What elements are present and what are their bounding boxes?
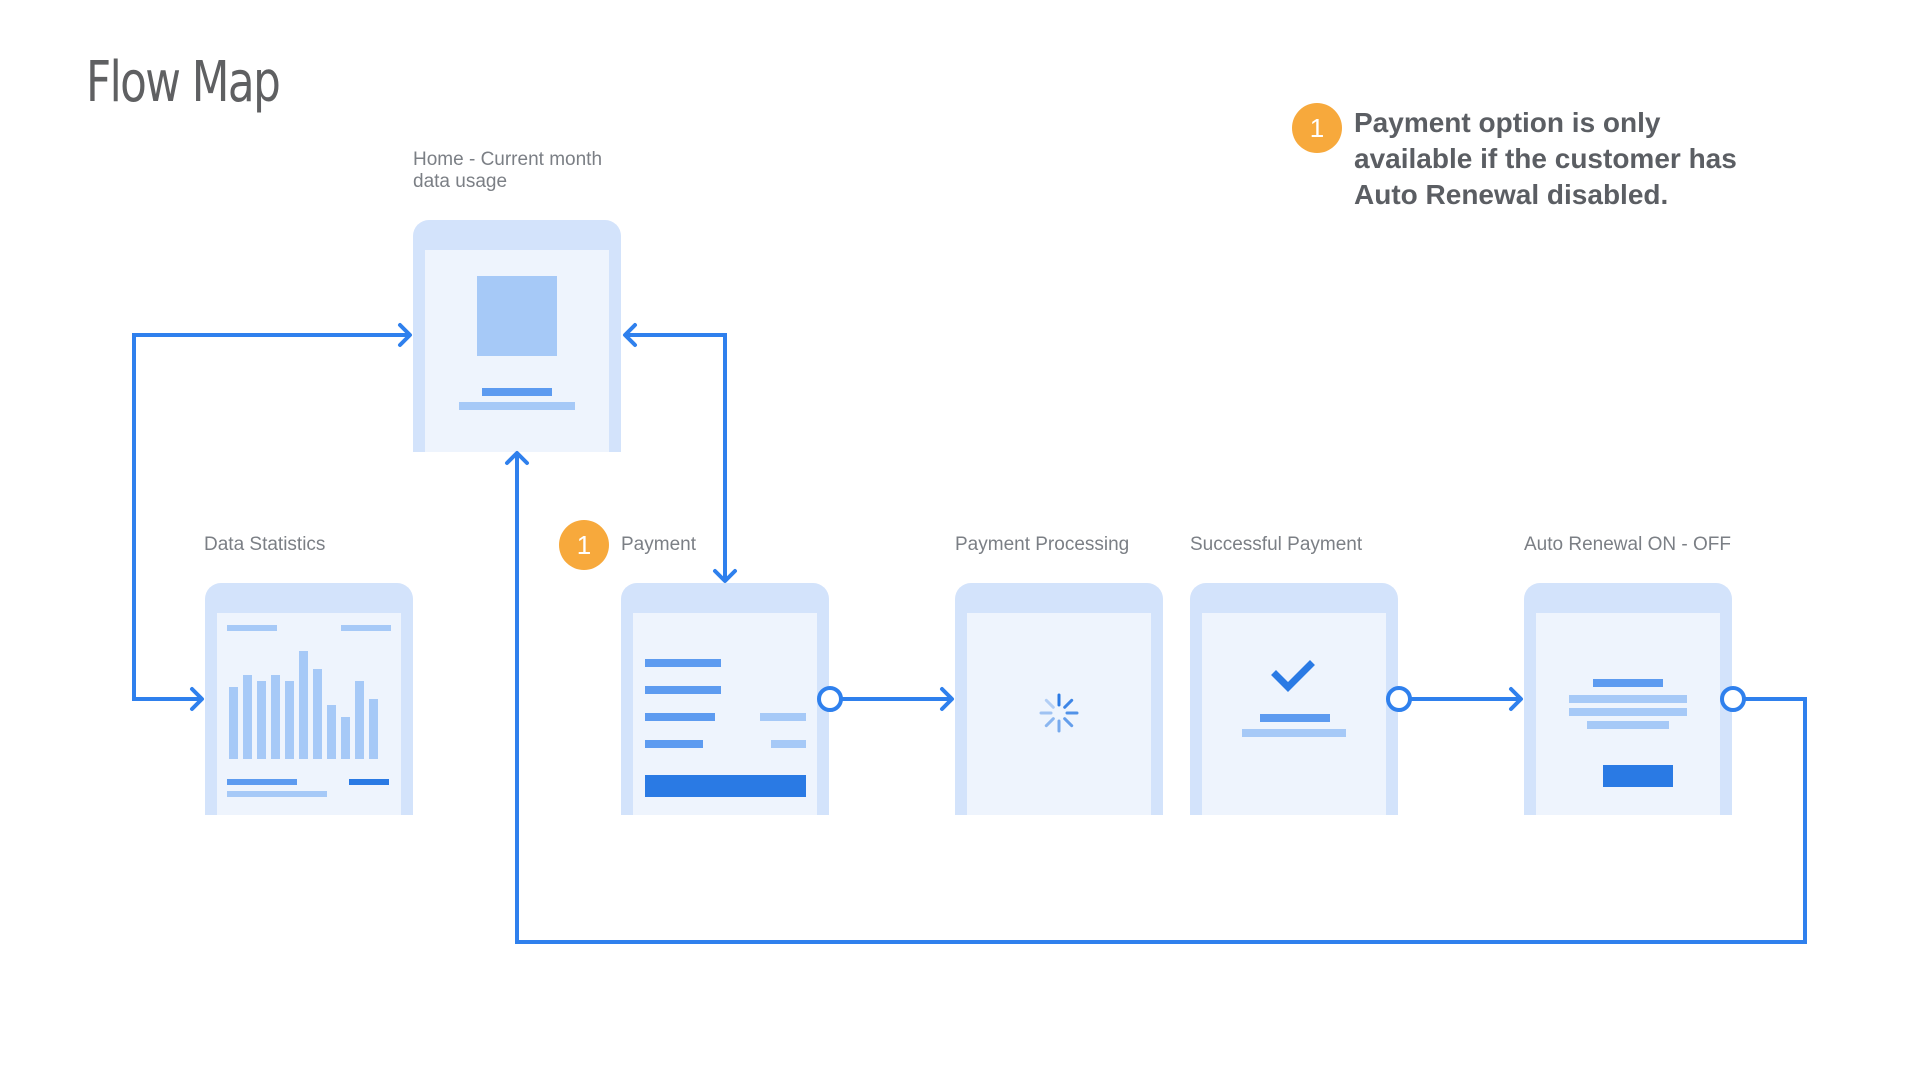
payment-label: Payment bbox=[621, 534, 696, 555]
image-placeholder bbox=[477, 276, 557, 356]
text-line bbox=[459, 402, 575, 410]
toggle-button-placeholder bbox=[1603, 765, 1673, 787]
text-line bbox=[1260, 714, 1330, 722]
text-line bbox=[227, 779, 297, 785]
bar bbox=[341, 717, 350, 759]
home-screen-label: Home - Current month data usage bbox=[413, 149, 603, 192]
auto-renewal-display bbox=[1536, 613, 1720, 815]
value-line bbox=[349, 779, 389, 785]
arrowhead bbox=[505, 451, 529, 465]
payment-processing-label: Payment Processing bbox=[955, 534, 1130, 555]
arrowhead bbox=[940, 687, 954, 711]
auto-renewal-screen[interactable] bbox=[1524, 583, 1732, 815]
data-statistics-screen[interactable] bbox=[205, 583, 413, 815]
spinner-icon bbox=[1039, 693, 1079, 733]
arrowhead bbox=[623, 323, 637, 347]
text-line bbox=[1593, 679, 1663, 687]
note-text: Payment option is only available if the … bbox=[1354, 107, 1737, 210]
bar bbox=[299, 651, 308, 759]
flow-line-home-to-payment bbox=[625, 333, 727, 579]
bar bbox=[257, 681, 266, 759]
bar bbox=[229, 687, 238, 759]
connector-node bbox=[1386, 686, 1412, 712]
successful-payment-display bbox=[1202, 613, 1386, 815]
flow-line-renewal-to-home bbox=[515, 455, 1807, 944]
form-line bbox=[645, 713, 715, 721]
text-line bbox=[227, 791, 327, 797]
bar bbox=[285, 681, 294, 759]
note-badge: 1 bbox=[1292, 103, 1342, 153]
bar bbox=[243, 675, 252, 759]
home-screen[interactable] bbox=[413, 220, 621, 452]
page-title: Flow Map bbox=[86, 50, 281, 115]
bar bbox=[313, 669, 322, 759]
pay-button-placeholder bbox=[645, 775, 806, 797]
payment-screen[interactable] bbox=[621, 583, 829, 815]
home-screen-display bbox=[425, 250, 609, 452]
auto-renewal-label: Auto Renewal ON - OFF bbox=[1524, 534, 1731, 555]
payment-screen-display bbox=[633, 613, 817, 815]
connector-node bbox=[817, 686, 843, 712]
header-line bbox=[227, 625, 277, 631]
form-line bbox=[645, 686, 721, 694]
flow-line-home-to-statistics bbox=[132, 333, 410, 701]
successful-payment-label: Successful Payment bbox=[1190, 534, 1363, 555]
bar bbox=[327, 705, 336, 759]
checkmark-icon bbox=[1271, 660, 1315, 692]
arrowhead bbox=[190, 687, 204, 711]
text-line bbox=[482, 388, 552, 396]
payment-badge: 1 bbox=[559, 520, 609, 570]
header-line bbox=[341, 625, 391, 631]
bar bbox=[355, 681, 364, 759]
data-statistics-display bbox=[217, 613, 401, 815]
form-line bbox=[645, 659, 721, 667]
text-line bbox=[1242, 729, 1346, 737]
payment-processing-display bbox=[967, 613, 1151, 815]
text-line bbox=[1587, 721, 1669, 729]
text-line bbox=[1569, 695, 1687, 703]
form-value bbox=[760, 713, 806, 721]
form-line bbox=[645, 740, 703, 748]
successful-payment-screen[interactable] bbox=[1190, 583, 1398, 815]
connector-node bbox=[1720, 686, 1746, 712]
bar bbox=[369, 699, 378, 759]
text-line bbox=[1569, 708, 1687, 716]
data-statistics-label: Data Statistics bbox=[204, 534, 326, 555]
form-value bbox=[771, 740, 806, 748]
arrowhead bbox=[398, 323, 412, 347]
bar bbox=[271, 675, 280, 759]
arrowhead bbox=[713, 569, 737, 583]
arrowhead bbox=[1509, 687, 1523, 711]
payment-processing-screen[interactable] bbox=[955, 583, 1163, 815]
